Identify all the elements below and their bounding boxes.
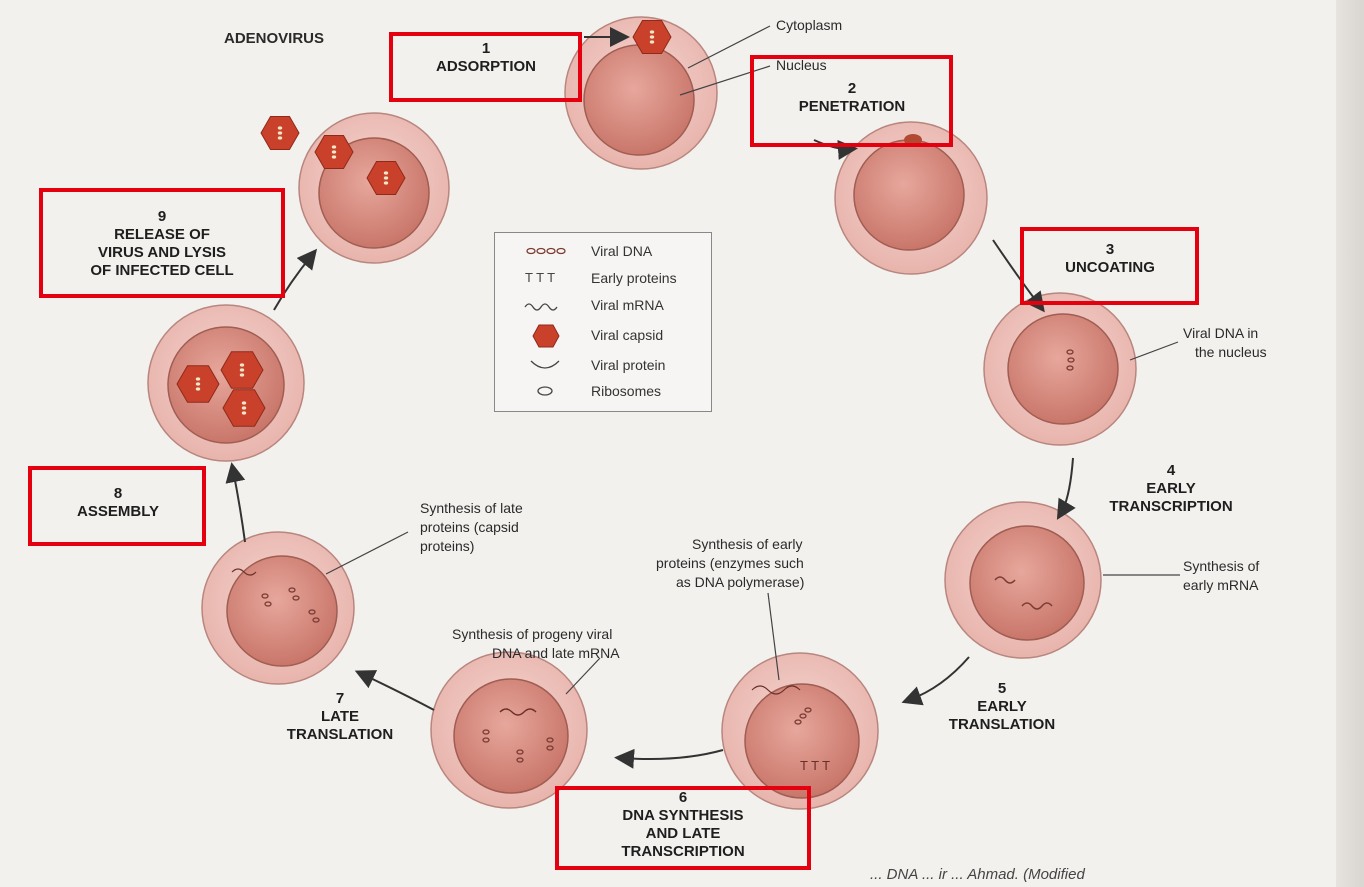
page-edge xyxy=(1336,0,1364,887)
legend-item-early-proteins: T T T Early proteins xyxy=(495,268,711,292)
capsid-dna-dot xyxy=(240,373,244,376)
capsid-dna-dot xyxy=(384,181,388,184)
step-title-2: TRANSCRIPTION xyxy=(1086,498,1256,516)
viral-mrna-icon xyxy=(523,295,573,315)
synthesis-late-label-1: Synthesis of late xyxy=(420,500,523,517)
legend-item-viral-dna: Viral DNA xyxy=(495,241,711,265)
highlight-box-assembly xyxy=(28,466,206,546)
cell-8-assembly xyxy=(148,305,304,461)
step-number: 7 xyxy=(260,690,420,708)
highlight-box-release xyxy=(39,188,285,298)
synthesis-early-proteins-label-2: proteins (enzymes such xyxy=(656,555,804,572)
step-title: EARLY xyxy=(914,698,1090,716)
step-5-early-translation: 5 EARLY TRANSLATION xyxy=(914,680,1090,734)
legend-label: Viral mRNA xyxy=(591,297,664,313)
ribosomes-icon xyxy=(523,381,573,401)
viral-protein-icon xyxy=(523,355,573,375)
capsid-dna-dot xyxy=(240,368,244,371)
synthesis-early-proteins-label-1: Synthesis of early xyxy=(692,536,803,553)
viral-capsid-icon xyxy=(523,321,573,351)
cell-7-late-translation xyxy=(202,532,354,684)
legend-label: Viral protein xyxy=(591,357,665,373)
legend-item-ribosomes: Ribosomes xyxy=(495,381,711,405)
legend-label: Early proteins xyxy=(591,270,677,286)
figure-caption-fragment: ... DNA ... ir ... Ahmad. (Modified xyxy=(870,866,1085,883)
capsid-dna-dot xyxy=(196,377,200,380)
synthesis-early-mrna-label-2: early mRNA xyxy=(1183,577,1258,594)
step-4-early-transcription: 4 EARLY TRANSCRIPTION xyxy=(1086,462,1256,516)
highlight-box-adsorption xyxy=(389,32,582,102)
legend-item-viral-protein: Viral protein xyxy=(495,355,711,379)
step-title: EARLY xyxy=(1086,480,1256,498)
step-7-late-translation: 7 LATE TRANSLATION xyxy=(260,690,420,744)
step-title-2: TRANSLATION xyxy=(914,716,1090,734)
capsid-dna-dot xyxy=(650,35,654,38)
legend-label: Viral DNA xyxy=(591,243,652,259)
capsid-dna-dot xyxy=(332,150,336,153)
synthesis-early-proteins-label-3: as DNA polymerase) xyxy=(676,574,804,591)
step-title: LATE xyxy=(260,708,420,726)
step-number: 5 xyxy=(914,680,1090,698)
synthesis-progeny-label-1: Synthesis of progeny viral xyxy=(452,626,612,643)
synthesis-late-label-3: proteins) xyxy=(420,538,474,555)
step-number: 4 xyxy=(1086,462,1256,480)
legend-label: Viral capsid xyxy=(591,327,663,343)
capsid-dna-dot xyxy=(242,411,246,414)
legend-item-viral-mrna: Viral mRNA xyxy=(495,295,711,319)
capsid-dna-dot xyxy=(384,171,388,174)
cell-6-dna-synthesis xyxy=(431,652,587,808)
capsid-dna-dot xyxy=(240,363,244,366)
adenovirus-label: ADENOVIRUS xyxy=(224,30,324,47)
synthesis-late-label-2: proteins (capsid xyxy=(420,519,519,536)
capsid-dna-dot xyxy=(278,126,282,129)
capsid-dna-dot xyxy=(332,155,336,158)
highlight-box-penetration xyxy=(750,55,953,147)
capsid-dna-dot xyxy=(278,136,282,139)
capsid-dna-dot xyxy=(278,131,282,134)
capsid-dna-dot xyxy=(332,145,336,148)
highlight-box-uncoating xyxy=(1020,227,1199,305)
capsid-dna-dot xyxy=(650,40,654,43)
viral-dna-icon xyxy=(523,241,573,261)
legend-item-viral-capsid: Viral capsid xyxy=(495,321,711,351)
capsid-dna-dot xyxy=(650,30,654,33)
cytoplasm-label: Cytoplasm xyxy=(776,17,842,34)
synthesis-progeny-label-2: DNA and late mRNA xyxy=(492,645,620,662)
viral-dna-nucleus-label-1: Viral DNA in xyxy=(1183,325,1258,342)
highlight-box-dna-synthesis xyxy=(555,786,811,870)
step-title-2: TRANSLATION xyxy=(260,726,420,744)
legend-label: Ribosomes xyxy=(591,383,661,399)
cell-3-uncoating xyxy=(984,293,1136,445)
early-proteins-icon: T T T xyxy=(523,268,573,288)
capsid-dna-dot xyxy=(196,382,200,385)
capsid-dna-dot xyxy=(242,401,246,404)
capsid-dna-dot xyxy=(196,387,200,390)
capsid-dna-dot xyxy=(384,176,388,179)
viral-dna-nucleus-label-2: the nucleus xyxy=(1195,344,1267,361)
legend-box: Viral DNA T T T Early proteins Viral mRN… xyxy=(494,232,712,412)
svg-text:T T T: T T T xyxy=(525,270,555,285)
capsid-dna-dot xyxy=(242,406,246,409)
synthesis-early-mrna-label-1: Synthesis of xyxy=(1183,558,1259,575)
cell-4-early-transcription xyxy=(945,502,1101,658)
svg-text:T T T: T T T xyxy=(800,758,830,773)
